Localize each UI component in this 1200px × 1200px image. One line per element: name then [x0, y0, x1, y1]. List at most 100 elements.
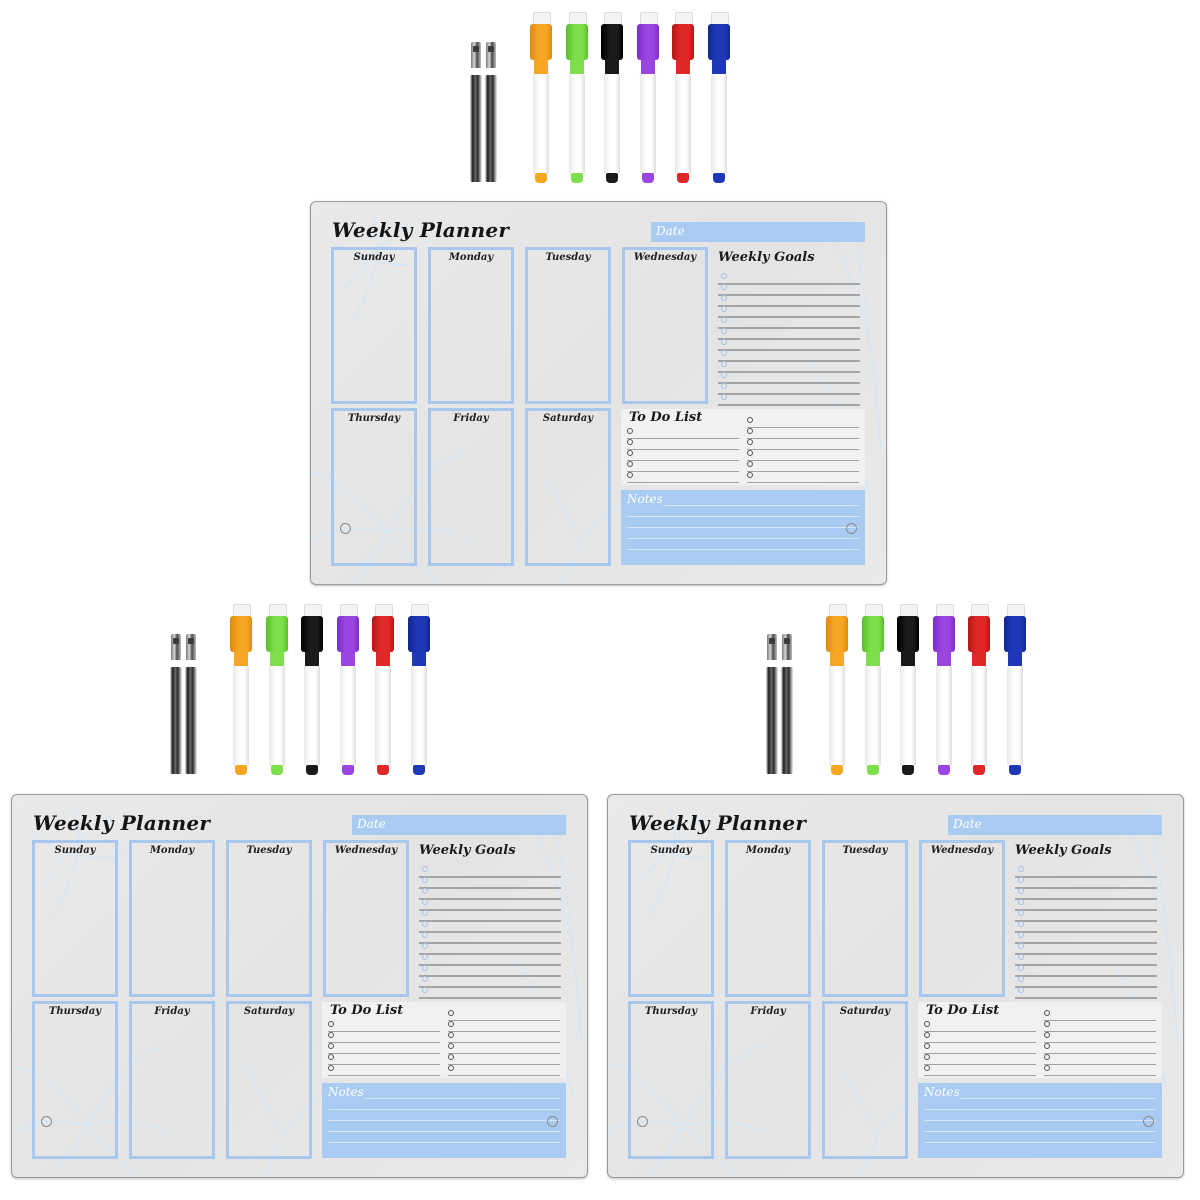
day-box-friday[interactable]: Friday — [725, 1001, 811, 1159]
weekly-goal-line[interactable] — [419, 986, 561, 999]
todo-item-line[interactable] — [448, 1064, 560, 1076]
weekly-goal-line[interactable] — [419, 975, 561, 988]
weekly-goal-line[interactable] — [419, 865, 561, 878]
day-box-thursday[interactable]: Thursday — [32, 1001, 118, 1159]
weekly-goal-line[interactable] — [419, 942, 561, 955]
day-box-sunday[interactable]: Sunday — [32, 840, 118, 997]
todo-item-line[interactable] — [448, 1053, 560, 1065]
weekly-goal-line[interactable] — [1015, 865, 1157, 878]
todo-item-line[interactable] — [1044, 1031, 1156, 1043]
todo-item-line[interactable] — [328, 1020, 440, 1032]
todo-item-line[interactable] — [448, 1020, 560, 1032]
weekly-goal-line[interactable] — [718, 371, 860, 384]
weekly-goal-line[interactable] — [1015, 953, 1157, 966]
weekly-goal-line[interactable] — [419, 898, 561, 911]
weekly-goal-line[interactable] — [419, 909, 561, 922]
weekly-goal-line[interactable] — [1015, 964, 1157, 977]
weekly-goal-line[interactable] — [1015, 931, 1157, 944]
weekly-goal-line[interactable] — [718, 272, 860, 285]
day-box-sunday[interactable]: Sunday — [628, 840, 714, 997]
todo-item-line[interactable] — [1044, 1020, 1156, 1032]
day-box-thursday[interactable]: Thursday — [628, 1001, 714, 1159]
weekly-goal-line[interactable] — [1015, 920, 1157, 933]
todo-item-line[interactable] — [747, 460, 859, 472]
todo-list-panel[interactable]: To Do List — [918, 1002, 1162, 1078]
weekly-goal-line[interactable] — [718, 360, 860, 373]
notes-panel[interactable]: Notes — [918, 1083, 1162, 1158]
weekly-goal-line[interactable] — [1015, 986, 1157, 999]
day-box-sunday[interactable]: Sunday — [331, 247, 417, 404]
todo-item-line[interactable] — [627, 449, 739, 461]
todo-item-line[interactable] — [1044, 1053, 1156, 1065]
todo-item-line[interactable] — [747, 449, 859, 461]
weekly-goal-line[interactable] — [419, 964, 561, 977]
day-box-thursday[interactable]: Thursday — [331, 408, 417, 566]
day-box-saturday[interactable]: Saturday — [822, 1001, 908, 1159]
todo-item-line[interactable] — [1044, 1064, 1156, 1076]
todo-item-line[interactable] — [747, 438, 859, 450]
notes-panel[interactable]: Notes — [322, 1083, 566, 1158]
weekly-goal-line[interactable] — [718, 316, 860, 329]
notes-panel[interactable]: Notes — [621, 490, 865, 565]
todo-item-line[interactable] — [627, 460, 739, 472]
todo-item-line[interactable] — [924, 1031, 1036, 1043]
todo-item-line[interactable] — [448, 1042, 560, 1054]
todo-item-line[interactable] — [924, 1053, 1036, 1065]
day-box-saturday[interactable]: Saturday — [226, 1001, 312, 1159]
todo-item-line[interactable] — [924, 1020, 1036, 1032]
weekly-goal-line[interactable] — [419, 887, 561, 900]
todo-item-line[interactable] — [924, 1042, 1036, 1054]
todo-list-panel[interactable]: To Do List — [621, 409, 865, 485]
day-box-wednesday[interactable]: Wednesday — [622, 247, 708, 404]
date-field[interactable]: Date — [651, 222, 865, 242]
todo-item-line[interactable] — [924, 1064, 1036, 1076]
day-box-monday[interactable]: Monday — [725, 840, 811, 997]
day-box-saturday[interactable]: Saturday — [525, 408, 611, 566]
date-field[interactable]: Date — [352, 815, 566, 835]
todo-item-line[interactable] — [627, 427, 739, 439]
day-label: Friday — [453, 413, 489, 424]
weekly-goal-line[interactable] — [718, 305, 860, 318]
todo-list-panel[interactable]: To Do List — [322, 1002, 566, 1078]
day-box-friday[interactable]: Friday — [428, 408, 514, 566]
day-box-wednesday[interactable]: Wednesday — [323, 840, 409, 997]
weekly-goal-line[interactable] — [1015, 898, 1157, 911]
weekly-goal-line[interactable] — [718, 327, 860, 340]
day-box-tuesday[interactable]: Tuesday — [822, 840, 908, 997]
day-box-monday[interactable]: Monday — [129, 840, 215, 997]
weekly-goal-line[interactable] — [718, 349, 860, 362]
weekly-goal-line[interactable] — [419, 931, 561, 944]
todo-item-line[interactable] — [328, 1031, 440, 1043]
day-box-wednesday[interactable]: Wednesday — [919, 840, 1005, 997]
day-box-tuesday[interactable]: Tuesday — [226, 840, 312, 997]
todo-item-line[interactable] — [627, 438, 739, 450]
weekly-goal-line[interactable] — [1015, 975, 1157, 988]
weekly-goal-line[interactable] — [419, 920, 561, 933]
weekly-goal-line[interactable] — [718, 393, 860, 406]
todo-item-line[interactable] — [747, 427, 859, 439]
day-box-monday[interactable]: Monday — [428, 247, 514, 404]
weekly-goal-line[interactable] — [1015, 942, 1157, 955]
day-box-tuesday[interactable]: Tuesday — [525, 247, 611, 404]
todo-item-line[interactable] — [1044, 1009, 1156, 1021]
weekly-goal-line[interactable] — [419, 953, 561, 966]
todo-item-line[interactable] — [328, 1042, 440, 1054]
todo-item-line[interactable] — [747, 416, 859, 428]
weekly-goal-line[interactable] — [1015, 909, 1157, 922]
day-box-friday[interactable]: Friday — [129, 1001, 215, 1159]
weekly-goal-line[interactable] — [1015, 876, 1157, 889]
todo-item-line[interactable] — [448, 1031, 560, 1043]
todo-item-line[interactable] — [328, 1064, 440, 1076]
date-field[interactable]: Date — [948, 815, 1162, 835]
todo-item-line[interactable] — [747, 471, 859, 483]
weekly-goal-line[interactable] — [718, 338, 860, 351]
weekly-goal-line[interactable] — [1015, 887, 1157, 900]
weekly-goal-line[interactable] — [419, 876, 561, 889]
weekly-goal-line[interactable] — [718, 294, 860, 307]
todo-item-line[interactable] — [627, 471, 739, 483]
todo-item-line[interactable] — [328, 1053, 440, 1065]
todo-item-line[interactable] — [448, 1009, 560, 1021]
weekly-goal-line[interactable] — [718, 382, 860, 395]
todo-item-line[interactable] — [1044, 1042, 1156, 1054]
weekly-goal-line[interactable] — [718, 283, 860, 296]
